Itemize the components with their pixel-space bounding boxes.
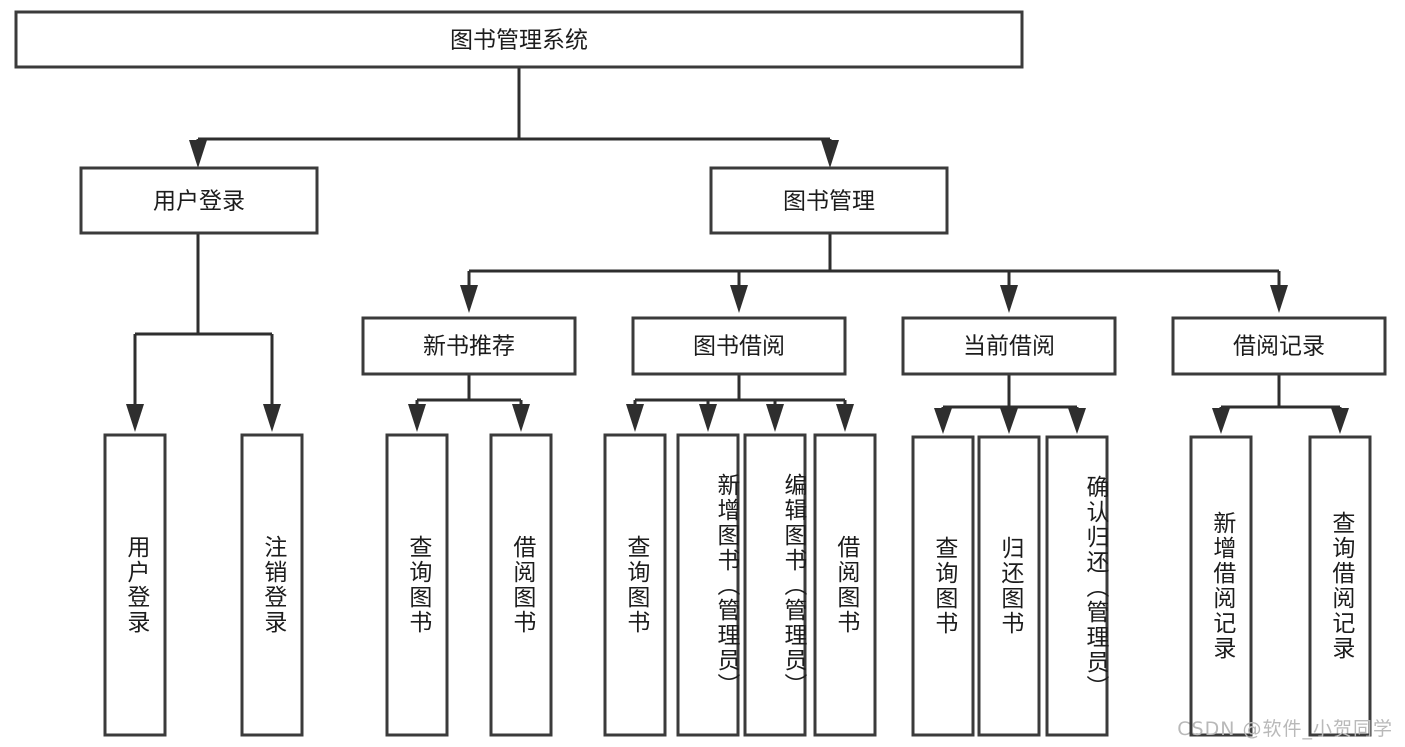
node-borrow-record-box[interactable] [1171,316,1387,376]
connector-group-new-book-recommend [408,374,530,432]
node-leaf-edit-book-box[interactable] [743,433,807,737]
node-leaf-query-book-2-box[interactable] [603,433,667,737]
arrow-head-book-management [821,140,839,168]
node-book-management-box[interactable] [709,166,949,235]
connector-group-book-borrow [626,374,854,432]
watermark-text: CSDN @软件_小贺同学 [1177,718,1393,740]
node-book-borrow-label: 图书借阅 [693,334,785,360]
node-root-label: 图书管理系统 [450,28,588,54]
arrow-head-book-borrow [730,285,748,313]
arrow-head-current-borrow [1000,285,1018,313]
node-leaf-confirm-return-box[interactable] [1045,435,1109,737]
arrow-head-leaf-query-book-2 [626,404,644,432]
node-borrow-record-label: 借阅记录 [1233,334,1325,360]
connector-group-current-borrow [934,374,1086,434]
node-current-borrow-label: 当前借阅 [963,334,1055,360]
node-leaf-borrow-book-1-box[interactable] [489,433,553,737]
node-root[interactable]: 图书管理系统 [14,10,1024,69]
node-leaf-add-book-box[interactable] [676,433,740,737]
arrow-head-new-book-recommend [460,285,478,313]
node-leaf-user-login-box[interactable] [103,433,167,737]
arrow-head-leaf-query-book-1 [408,404,426,432]
connector-group-book-management [460,233,1288,313]
arrow-head-leaf-query-book-3 [934,408,952,434]
node-leaf-add-record-box[interactable] [1189,435,1253,737]
arrow-head-leaf-add-record [1212,408,1230,434]
arrow-head-borrow-record [1270,285,1288,313]
arrow-head-leaf-return-book [1000,408,1018,434]
node-new-book-recommend-label: 新书推荐 [423,334,515,360]
node-root-box[interactable] [14,10,1024,69]
node-user-login-box[interactable] [79,166,319,235]
node-user-login-label: 用户登录 [153,189,245,215]
node-leaf-query-book-3-box[interactable] [911,435,975,737]
node-leaf-query-record-box[interactable] [1308,435,1372,737]
arrow-head-leaf-borrow-book-1 [512,404,530,432]
arrow-head-leaf-edit-book [766,404,784,432]
node-book-management[interactable]: 图书管理 [709,166,949,235]
node-user-login[interactable]: 用户登录 [79,166,319,235]
arrow-head-leaf-logout-login [263,404,281,432]
node-borrow-record[interactable]: 借阅记录 [1171,316,1387,376]
node-book-borrow-box[interactable] [631,316,847,376]
node-leaf-logout-login-box[interactable] [240,433,304,737]
arrow-head-leaf-add-book [699,404,717,432]
arrow-head-leaf-user-login [126,404,144,432]
node-book-management-label: 图书管理 [783,189,875,215]
arrow-head-leaf-confirm-return [1068,408,1086,434]
connector-group-borrow-record [1212,374,1349,434]
node-new-book-recommend[interactable]: 新书推荐 [361,316,577,376]
node-leaf-return-book-box[interactable] [977,435,1041,737]
node-leaf-borrow-book-2-box[interactable] [813,433,877,737]
connector-group-user-login [126,233,281,432]
arrow-head-leaf-query-record [1331,408,1349,434]
node-leaf-query-book-1-box[interactable] [385,433,449,737]
connector-group-root [189,67,839,168]
node-current-borrow-box[interactable] [901,316,1117,376]
node-book-borrow[interactable]: 图书借阅 [631,316,847,376]
node-current-borrow[interactable]: 当前借阅 [901,316,1117,376]
node-new-book-recommend-box[interactable] [361,316,577,376]
arrow-head-leaf-borrow-book-2 [836,404,854,432]
arrow-head-user-login [189,140,207,168]
